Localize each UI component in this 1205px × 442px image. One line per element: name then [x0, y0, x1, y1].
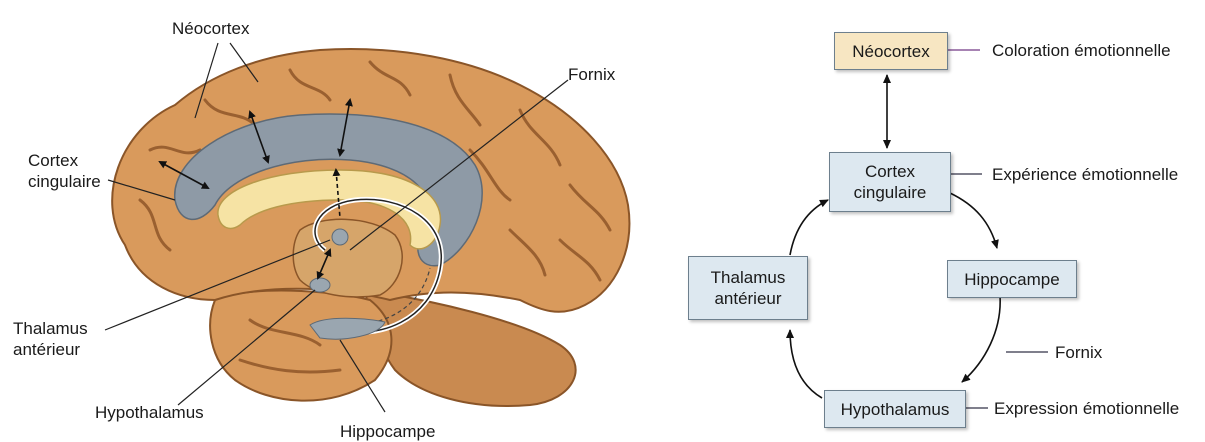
annotation-fornix: Fornix	[1055, 343, 1103, 362]
annotation-cingulate: Expérience émotionnelle	[992, 165, 1178, 184]
box-hippocampus: Hippocampe	[947, 260, 1077, 298]
brain-illustration: Néocortex Fornix Hypothalamus Hippocampe	[0, 0, 650, 442]
annotation-neocortex: Coloration émotionnelle	[992, 41, 1171, 60]
label-neocortex: Néocortex	[172, 19, 250, 38]
label-anterior-thalamus: Thalamus antérieur	[13, 318, 88, 360]
box-hypothalamus: Hypothalamus	[824, 390, 966, 428]
hypothalamus-node	[310, 278, 330, 292]
label-fornix: Fornix	[568, 65, 616, 84]
annotation-hypothalamus: Expression émotionnelle	[994, 399, 1179, 418]
arrow-hypothalamus-thalamus	[790, 330, 822, 398]
box-anterior-thalamus: Thalamus antérieur	[688, 256, 808, 320]
label-hippocampus: Hippocampe	[340, 422, 435, 441]
anterior-thalamus-node	[332, 229, 348, 245]
label-hypothalamus: Hypothalamus	[95, 403, 204, 422]
box-neocortex: Néocortex	[834, 32, 948, 70]
temporal-lobe	[210, 291, 391, 401]
arrow-hippocampus-hypothalamus	[962, 296, 1000, 382]
arrow-cingulate-hippocampus	[950, 193, 997, 248]
label-cingulate-cortex: Cortex cingulaire	[28, 150, 101, 192]
arrow-thalamus-cingulate	[790, 200, 828, 255]
box-cingulate-cortex: Cortex cingulaire	[829, 152, 951, 212]
